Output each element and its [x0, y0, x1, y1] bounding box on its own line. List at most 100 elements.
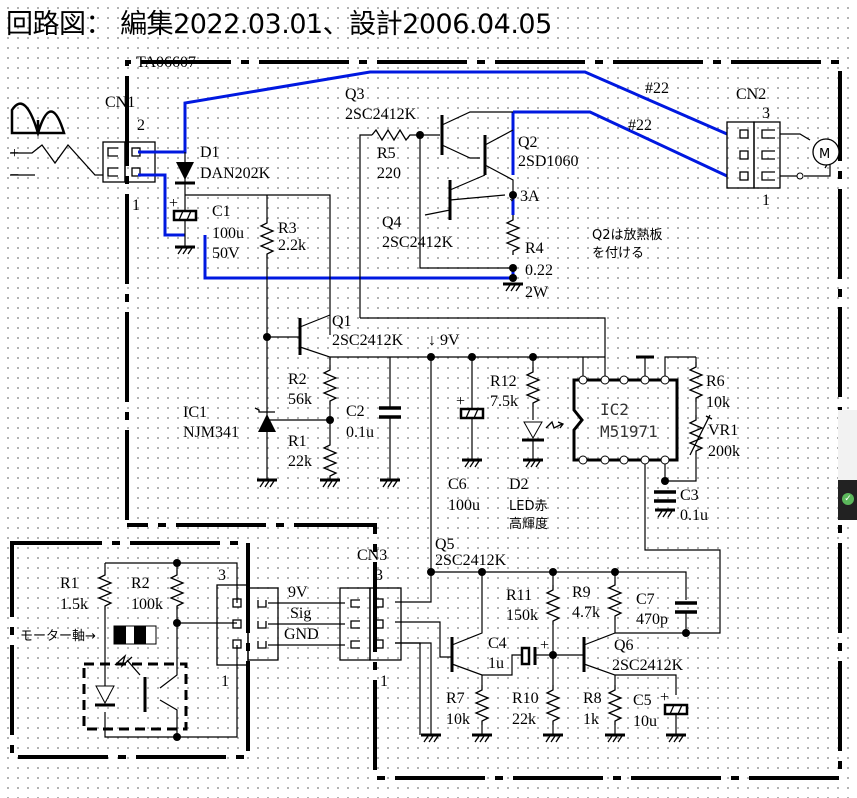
r12-resistor [526, 366, 540, 408]
ground-icon [664, 733, 688, 744]
vr1-ref: VR1 [708, 422, 738, 439]
pin-gnd-label: GND [284, 626, 319, 643]
wire-gauge-label: #22 [628, 117, 652, 134]
cn3-pin-label: 3 [375, 567, 383, 584]
svg-text:+: + [540, 637, 549, 654]
pin-sig-label: Sig [290, 605, 311, 622]
q3-q2-q4-transistors [359, 111, 514, 318]
r9-value: 4.7k [572, 604, 600, 621]
heatsink-note: を付ける [592, 246, 644, 261]
q2-current: ↓ 3A [508, 188, 540, 205]
rail-9v-label: ↓ 9V [428, 332, 460, 349]
r10-resistor [546, 684, 560, 726]
q6-ref: Q6 [614, 637, 634, 654]
c2-ref: C2 [346, 403, 365, 420]
cn3-pin-label: 1 [380, 673, 388, 690]
cn3-connector[interactable] [339, 587, 402, 661]
r1-resistor [323, 439, 337, 481]
side-status-badge: ✓ [838, 410, 857, 520]
q4-value: 2SC2412K [382, 234, 454, 251]
ic2-value: M51971 [600, 422, 658, 441]
r11-ref: R11 [506, 587, 532, 604]
sensor-r1-value: 1.5k [60, 596, 88, 613]
c7-capacitor [673, 601, 699, 614]
r11-value: 150k [506, 607, 538, 624]
sensor-r1-ref: R1 [60, 575, 79, 592]
r4-rating: 2W [525, 284, 549, 301]
r4-value: 0.22 [525, 262, 553, 279]
cn2-label: CN2 [736, 86, 766, 103]
r10-ref: R10 [512, 690, 539, 707]
cn1-pin-label: 2 [137, 117, 145, 134]
r1-ref: R1 [288, 433, 307, 450]
cn2-connector[interactable] [726, 121, 781, 189]
r7-resistor [475, 684, 489, 726]
c4-value: 1u [488, 655, 504, 672]
q6-transistor [582, 632, 677, 735]
q1-value: 2SC2412K [332, 332, 404, 349]
c7-value: 470p [636, 611, 668, 628]
r1-value: 22k [288, 453, 312, 470]
sensor-r1-resistor [98, 569, 112, 611]
schematic-title: 回路図： 編集2022.03.01、設計2006.04.05 [6, 9, 552, 40]
heatsink-note: Q2は放熱板 [592, 228, 663, 243]
r6-value: 10k [706, 394, 730, 411]
photo-interrupter [82, 653, 188, 731]
r11-resistor [546, 584, 560, 626]
q3-ref: Q3 [345, 86, 365, 103]
c3-ref: C3 [680, 487, 699, 504]
board-id-label: TA06607 [136, 54, 196, 71]
r8-ref: R8 [583, 690, 602, 707]
c1-capacitor [167, 193, 198, 222]
d2-value: LED赤 [509, 499, 547, 514]
q2-ref: Q2 [518, 134, 538, 151]
c2-capacitor [377, 406, 403, 419]
c3-capacitor [652, 490, 678, 503]
encoder-disc-icon [113, 625, 157, 645]
r8-resistor [608, 684, 622, 726]
ic1-value: NJM341 [183, 424, 239, 441]
r3-resistor [260, 217, 274, 259]
ground-icon [521, 458, 545, 469]
d2-led [522, 420, 565, 442]
q3-value: 2SC2412K [345, 106, 417, 123]
c1-ref: C1 [212, 203, 231, 220]
q5-ref: Q5 [435, 536, 455, 553]
c4-capacitor: + [520, 637, 583, 666]
pin-9v-label: 9V [288, 584, 308, 601]
ic2-chip [572, 355, 721, 634]
r5-ref: R5 [377, 145, 396, 162]
r12-value: 7.5k [490, 393, 518, 410]
r8-value: 1k [583, 711, 599, 728]
c3-value: 0.1u [680, 507, 708, 524]
q5-transistor [450, 572, 522, 676]
r6-ref: R6 [706, 373, 725, 390]
minus-label: − [10, 167, 19, 184]
power-wires [138, 70, 728, 280]
ground-icon [470, 733, 494, 744]
ground-icon [460, 458, 484, 469]
cn1-label: CN1 [105, 94, 135, 111]
r3-value: 2.2k [278, 237, 306, 254]
cn1-pin-label: 1 [132, 197, 140, 214]
ground-icon [378, 478, 402, 489]
sensor-pin-label: 1 [221, 673, 229, 690]
c1-value: 100u [212, 225, 244, 242]
ic2-ref: IC2 [600, 400, 629, 419]
d2-note: 高輝度 [509, 516, 548, 532]
r6-resistor [689, 361, 703, 403]
c6-capacitor [454, 391, 485, 420]
r3-ref: R3 [278, 220, 297, 237]
r5-value: 220 [377, 165, 401, 182]
sensor-connector[interactable] [216, 584, 279, 666]
r4-ref: R4 [525, 240, 544, 257]
r12-ref: R12 [490, 373, 517, 390]
vr1-value: 200k [708, 443, 740, 460]
sensor-pin-label: 3 [218, 567, 226, 584]
motor-shaft-label: モーター軸→ [20, 629, 96, 644]
d2-ref: D2 [509, 476, 529, 493]
r7-ref: R7 [446, 690, 465, 707]
ic1-zener [254, 407, 276, 432]
check-icon: ✓ [842, 493, 854, 505]
cn1-connector[interactable] [102, 141, 156, 183]
